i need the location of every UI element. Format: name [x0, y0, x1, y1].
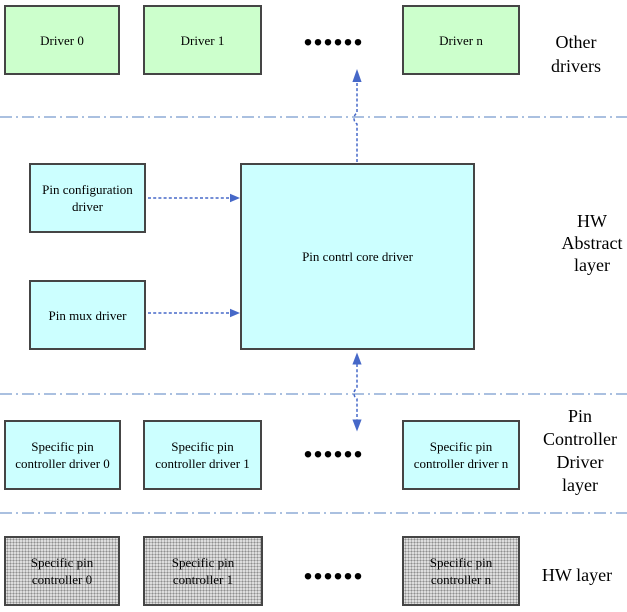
box-specific-pin-controller-1: Specific pin controller 1 — [143, 536, 263, 606]
box-specific-pin-controller-driver-1: Specific pin controller driver 1 — [143, 420, 262, 490]
label-pin-controller-driver-layer: Pin Controller Driver layer — [543, 406, 617, 495]
arrow-pin-mux-to-core — [148, 308, 240, 318]
arrow-core-to-pin-controller-layer — [352, 352, 362, 432]
arrowhead-up-icon — [352, 69, 362, 82]
box-driver-1: Driver 1 — [143, 5, 262, 75]
arrow-core-to-other-drivers — [352, 69, 362, 162]
label-hw-layer: HW layer — [541, 565, 613, 585]
arrowhead-right-icon — [230, 308, 240, 318]
box-specific-pin-controller-driver-n: Specific pin controller driver n — [402, 420, 520, 490]
box-specific-pin-controller-n: Specific pin controller n — [402, 536, 520, 606]
box-pin-ctrl-core-driver: Pin contrl core driver — [240, 163, 475, 350]
label-hw-abstract-layer: HW Abstract layer — [561, 211, 623, 275]
arrow-pin-configuration-to-core — [148, 193, 240, 203]
box-specific-pin-controller-0: Specific pin controller 0 — [4, 536, 120, 606]
box-driver-0: Driver 0 — [4, 5, 120, 75]
box-pin-mux-driver: Pin mux driver — [29, 280, 146, 350]
box-pin-configuration-driver: Pin configuration driver — [29, 163, 146, 233]
ellipsis-other-drivers: ...... — [303, 9, 363, 54]
box-specific-pin-controller-driver-0: Specific pin controller driver 0 — [4, 420, 121, 490]
ellipsis-pin-controller-driver-layer: ...... — [303, 421, 363, 466]
arrowhead-up-icon — [352, 352, 362, 365]
ellipsis-hw-layer: ...... — [303, 543, 363, 588]
label-other-drivers-layer: Other drivers — [551, 32, 601, 76]
arrowhead-right-icon — [230, 193, 240, 203]
box-driver-n: Driver n — [402, 5, 520, 75]
